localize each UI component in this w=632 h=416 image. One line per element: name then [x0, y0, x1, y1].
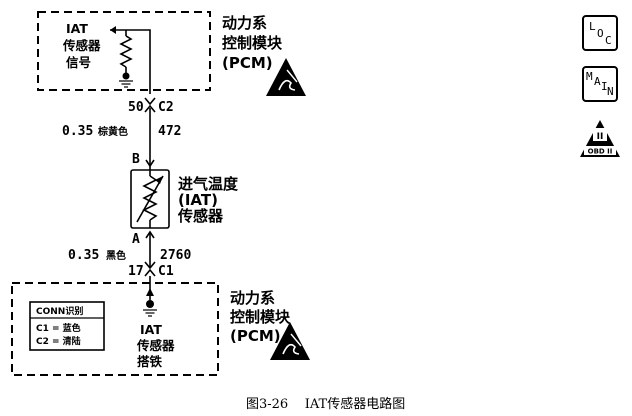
- c1-connector-icon: [144, 261, 156, 277]
- wire-2760-circuit: 2760: [160, 248, 191, 263]
- main-badge-a: A: [594, 75, 601, 88]
- ground-icon: [119, 72, 133, 88]
- c2-connector-name: C2: [158, 100, 174, 115]
- pcm-bottom-label-line2: 控制模块: [230, 308, 291, 326]
- pcm-bottom-label-line3: (PCM): [230, 327, 281, 345]
- esd-warning-icon-top: [266, 58, 306, 96]
- esd-warning-icon-bottom: [270, 322, 310, 360]
- terminal-a-label: A: [132, 232, 140, 247]
- arrow-up-icon: [146, 288, 154, 296]
- pullup-resistor-icon: [110, 26, 151, 94]
- wire-472-gauge: 0.35: [62, 124, 93, 139]
- conn-id-row-c1: C1 = 蓝色: [36, 322, 81, 334]
- obd-ii-roman: II: [597, 132, 604, 142]
- connector-id-table: [29, 301, 105, 351]
- main-badge-n: N: [607, 85, 614, 98]
- loc-badge-o: O: [597, 27, 604, 40]
- loc-badge-c: C: [605, 34, 612, 47]
- figure-caption: 图3-26 IAT传感器电路图: [246, 396, 405, 412]
- main-badge-i: I: [601, 80, 608, 93]
- pcm-bottom-label-line1: 动力系: [230, 289, 275, 307]
- iat-signal-label-line1: IAT: [66, 21, 88, 36]
- pcm-top-label-line2: 控制模块: [222, 34, 283, 52]
- iat-ground-label-line1: IAT: [140, 322, 162, 337]
- iat-ground-label-line3: 搭铁: [137, 354, 163, 369]
- wire-2760-gauge: 0.35: [68, 248, 99, 263]
- pcm-top-box: [37, 11, 211, 91]
- iat-sensor-label-line2: (IAT): [178, 191, 218, 209]
- wire-2760-color: 黑色: [106, 249, 126, 262]
- loc-badge: [582, 15, 618, 51]
- ground-icon-bottom: [143, 300, 157, 317]
- obd-ii-badge: [580, 120, 620, 157]
- wire-472-color: 棕黄色: [97, 125, 128, 138]
- wire-472-circuit: 472: [158, 124, 181, 139]
- main-badge-m: M: [586, 70, 593, 83]
- conn-id-title: CONN识别: [36, 305, 83, 317]
- pcm-top-label-line3: (PCM): [222, 54, 273, 72]
- terminal-b-label: B: [132, 152, 140, 167]
- pcm-top-label-line1: 动力系: [222, 14, 267, 32]
- c1-pin-number: 17: [128, 264, 144, 279]
- obd-ii-text: OBD II: [588, 148, 613, 156]
- c1-connector-name: C1: [158, 264, 174, 279]
- iat-signal-label-line2: 传感器: [62, 38, 101, 53]
- pcm-bottom-box: [11, 282, 219, 376]
- c2-pin-number: 50: [128, 100, 144, 115]
- c2-connector-icon: [144, 97, 156, 113]
- conn-id-row-c2: C2 = 清陆: [36, 335, 81, 347]
- main-badge: [582, 66, 618, 102]
- iat-ground-label-line2: 传感器: [136, 338, 175, 353]
- iat-signal-label-line3: 信号: [66, 55, 91, 70]
- iat-sensor-icon: [130, 166, 170, 229]
- loc-badge-l: L: [589, 20, 596, 33]
- iat-sensor-label-line1: 进气温度: [178, 175, 239, 193]
- iat-sensor-label-line3: 传感器: [177, 207, 224, 225]
